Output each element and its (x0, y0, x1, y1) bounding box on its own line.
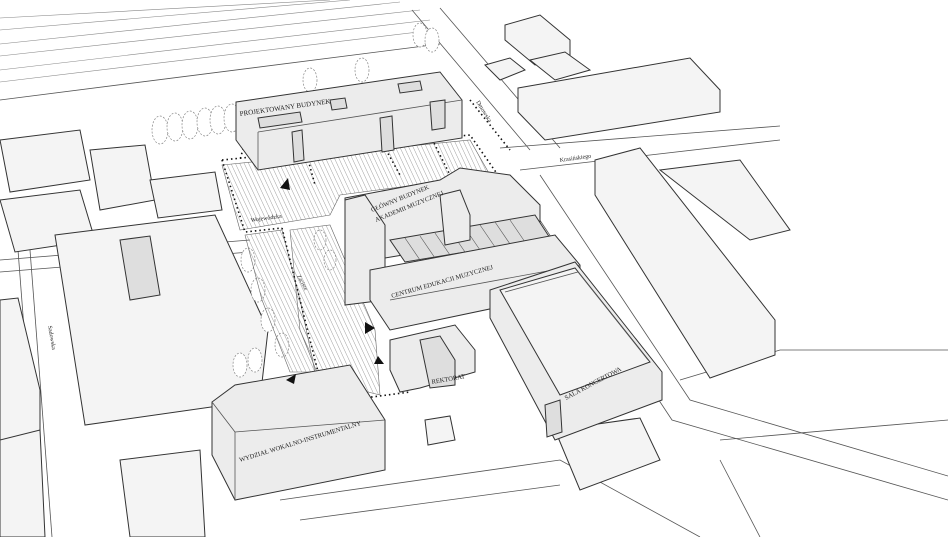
vocal-faculty-shape (211, 364, 386, 501)
street-label-dmowska: Dmowska (474, 100, 492, 124)
entrance-arrows (280, 178, 384, 384)
neighbor-buildings (0, 14, 791, 537)
street-label-sadowska: Sadowska (46, 325, 56, 350)
street-label-krasinskiego: Krasińskiego (559, 154, 591, 164)
street-label-wojewodzka: Wojewódzka (250, 214, 282, 224)
campus-buildings (211, 71, 663, 501)
arrow-marker (286, 374, 296, 384)
arrow-marker (280, 178, 290, 190)
railway-tracks (0, 0, 441, 101)
arrow-marker (374, 356, 384, 364)
arrow-marker (365, 322, 375, 334)
